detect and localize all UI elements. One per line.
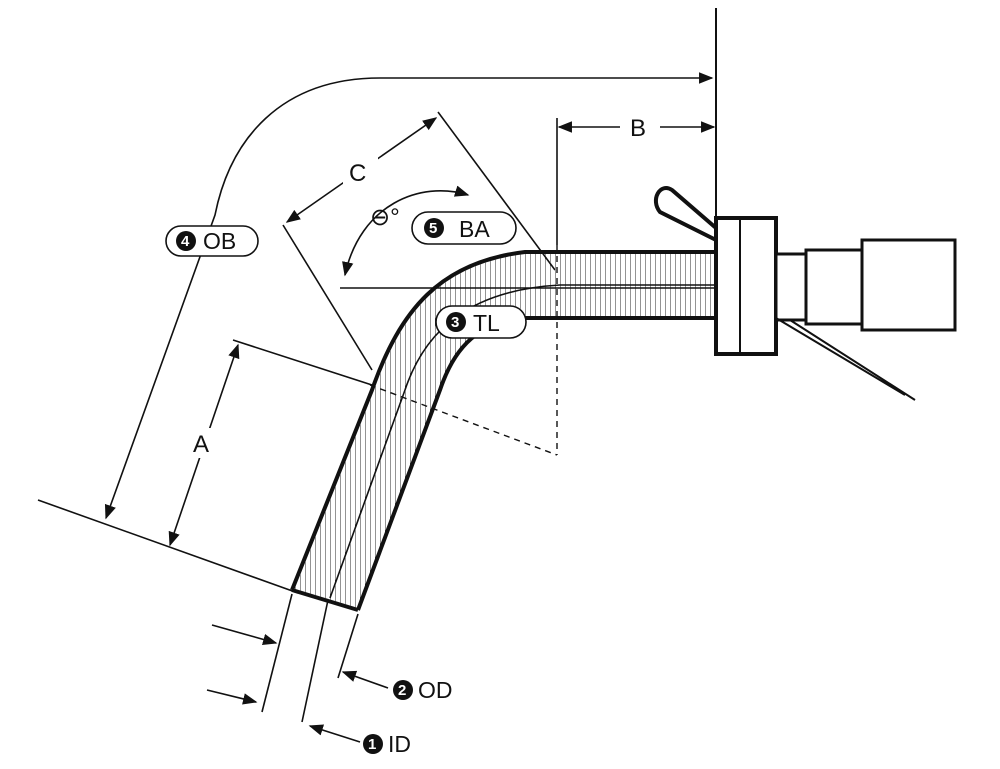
angle-arc [342,185,470,277]
dimension-b-label: B [630,115,646,142]
c-extension-line-left [282,224,373,371]
callout-ba-label: BA [459,216,490,242]
callout-ba: 5 BA [411,211,517,245]
od-dimension-arrow-right [341,670,389,689]
callout-od-label: OD [418,677,453,703]
ob-dimension-line [104,72,714,520]
svg-text:4: 4 [181,233,190,250]
distal-baseline [37,499,299,594]
callout-od: 2 OD [393,677,453,703]
callout-ob: 4 OB [165,225,259,257]
connector [774,238,957,401]
svg-text:1: 1 [368,736,376,753]
svg-text:5: 5 [429,220,437,237]
dimension-c-label: C [349,160,366,187]
id-extension-line [301,599,329,723]
od-dimension-arrow-left [211,624,278,646]
od-extension-line-right [337,613,359,679]
callout-id-label: ID [388,731,411,757]
dimension-a-label: A [193,431,209,458]
callout-tl: 3 TL [435,305,527,339]
a-extension-line [232,339,373,386]
flange [653,186,778,356]
callout-id: 1 ID [363,731,411,757]
callout-ob-label: OB [203,228,236,254]
svg-text:3: 3 [451,314,459,331]
id-dimension-arrow-right [308,724,361,743]
callout-tl-label: TL [473,310,500,336]
id-dimension-arrow-left [206,689,258,705]
c-extension-line-right [437,111,556,271]
angle-theta-label: ⊖° [370,204,400,231]
od-extension-line [261,593,293,713]
svg-text:2: 2 [398,682,406,699]
